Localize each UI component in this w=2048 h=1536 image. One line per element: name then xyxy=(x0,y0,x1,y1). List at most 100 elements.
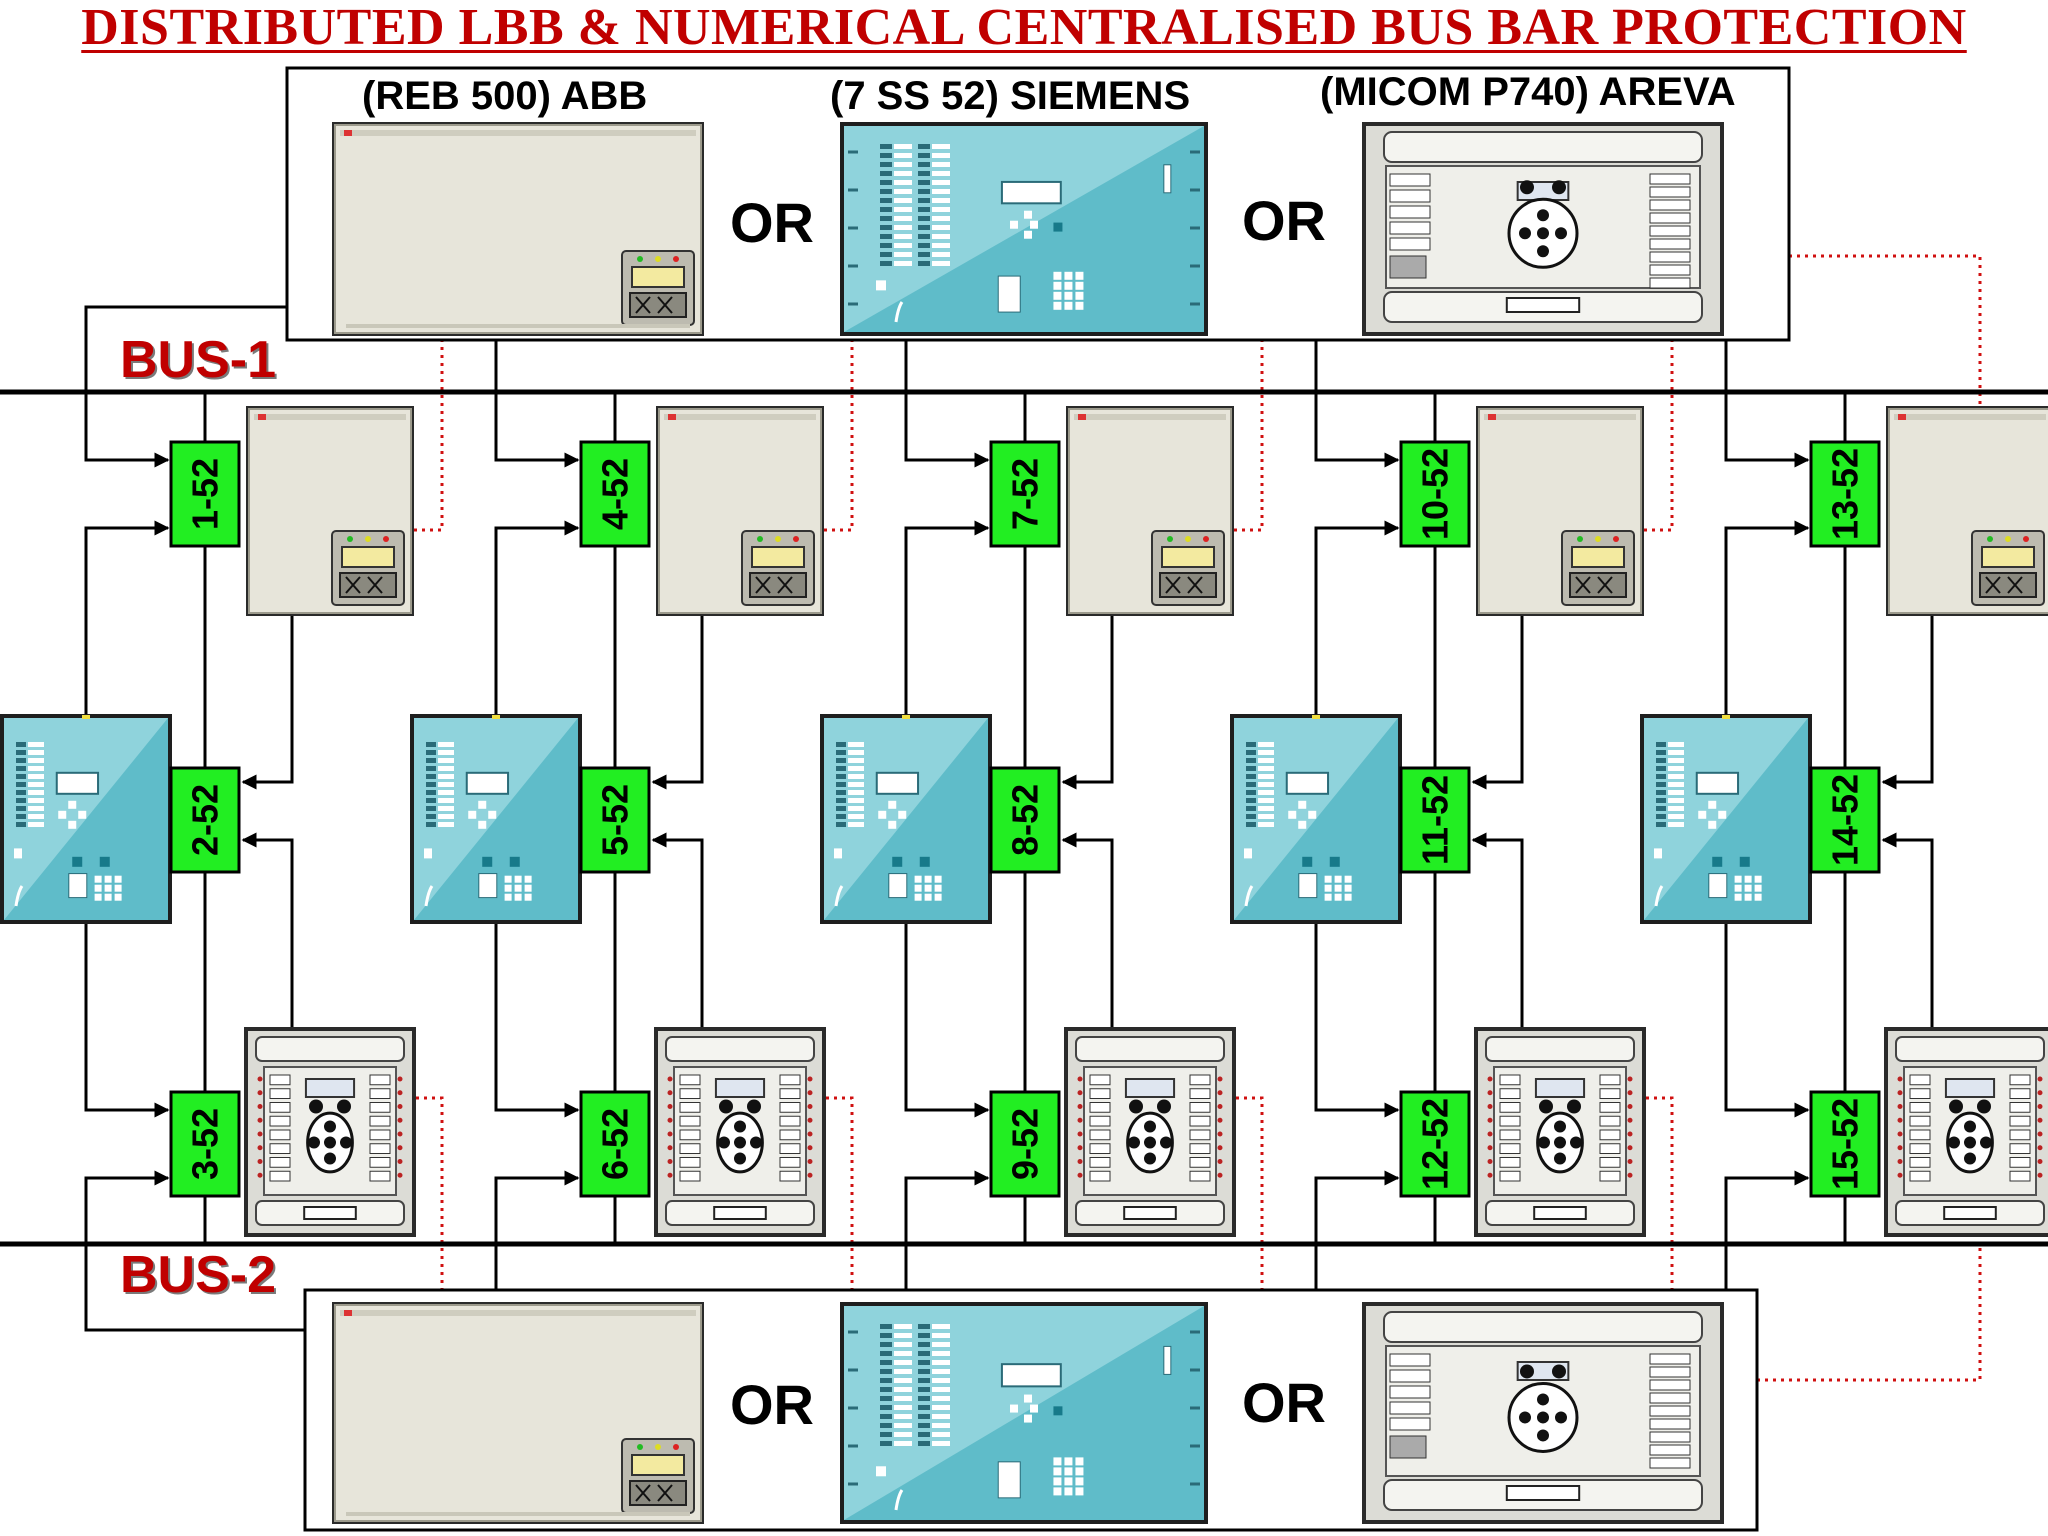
dotted-link-areva-bay-1 xyxy=(416,1096,444,1290)
breaker-9-52: 9-52 xyxy=(989,1090,1061,1198)
areva-option-label: (MICOM P740) AREVA xyxy=(1320,70,1736,114)
siemens-relay-bay-4 xyxy=(1230,714,1402,924)
abb-relay-bay-2 xyxy=(656,406,824,616)
breaker-2-52: 2-52 xyxy=(169,766,241,874)
feed-abb-5-52 xyxy=(651,616,704,790)
breaker-label-8-52: 8-52 xyxy=(1005,784,1046,856)
feed-bottom-6-52 xyxy=(494,1170,580,1290)
breaker-label-9-52: 9-52 xyxy=(1005,1108,1046,1180)
abb-relay-bay-1 xyxy=(246,406,414,616)
dotted-link-central-bottom xyxy=(1757,1244,1982,1382)
abb-option-label: (REB 500) ABB xyxy=(362,74,648,118)
display-unit xyxy=(621,1438,695,1514)
display-unit xyxy=(621,250,695,326)
breaker-3-52: 3-52 xyxy=(169,1090,241,1198)
feed-sie-6-52 xyxy=(494,924,580,1118)
feed-bottom-3-52 xyxy=(84,1170,305,1332)
feed-sie-3-52 xyxy=(84,924,170,1118)
areva-relay-bay-4 xyxy=(1474,1027,1646,1237)
feed-abb-11-52 xyxy=(1471,616,1524,790)
dotted-link-central-top xyxy=(1789,254,1982,406)
feed-top-13-52 xyxy=(1724,340,1810,468)
feed-sie-1-52 xyxy=(84,520,170,714)
dotted-link-areva-bay-4 xyxy=(1646,1096,1674,1290)
breaker-13-52: 13-52 xyxy=(1809,440,1881,548)
breaker-label-12-52: 12-52 xyxy=(1415,1098,1456,1190)
or-label-top-1: OR xyxy=(730,191,814,254)
feed-are-14-52 xyxy=(1881,832,1934,1027)
feed-sie-12-52 xyxy=(1314,924,1400,1118)
or-label-top-2: OR xyxy=(1242,189,1326,252)
siemens-option-label: (7 SS 52) SIEMENS xyxy=(830,74,1191,118)
siemens-relay-bay-3 xyxy=(820,714,992,924)
areva-micom-p740-relay-bottom xyxy=(1362,1302,1724,1524)
feed-are-8-52 xyxy=(1061,832,1114,1027)
feed-bottom-12-52 xyxy=(1314,1170,1400,1290)
abb-relay-bay-4 xyxy=(1476,406,1644,616)
siemens-relay-bay-1 xyxy=(0,714,172,924)
display-unit xyxy=(331,530,405,606)
abb-relay-bay-5 xyxy=(1886,406,2048,616)
dotted-link-areva-bay-2 xyxy=(826,1096,854,1290)
or-label-bottom-1: OR xyxy=(730,1373,814,1436)
bus-2-label: BUS-2 xyxy=(120,1246,277,1304)
breaker-6-52: 6-52 xyxy=(579,1090,651,1198)
areva-relay-bay-1 xyxy=(244,1027,416,1237)
areva-relay-bay-3 xyxy=(1064,1027,1236,1237)
breaker-4-52: 4-52 xyxy=(579,440,651,548)
feed-bottom-15-52 xyxy=(1724,1170,1810,1290)
siemens-7ss52-relay-top xyxy=(840,122,1208,336)
abb-reb500-relay-top xyxy=(332,122,704,336)
areva-micom-p740-relay-top xyxy=(1362,122,1724,336)
feed-sie-7-52 xyxy=(904,520,990,714)
breaker-label-11-52: 11-52 xyxy=(1415,775,1456,865)
dotted-link-abb-bay-2 xyxy=(824,340,854,532)
feed-sie-4-52 xyxy=(494,520,580,714)
feed-sie-13-52 xyxy=(1724,520,1810,714)
breaker-14-52: 14-52 xyxy=(1809,766,1881,874)
areva-relay-bay-2 xyxy=(654,1027,826,1237)
feed-top-1-52 xyxy=(84,305,287,468)
areva-relay-bay-5 xyxy=(1884,1027,2048,1237)
bus-1-label: BUS-1 xyxy=(120,331,277,389)
siemens-relay-bay-5 xyxy=(1640,714,1812,924)
feed-abb-8-52 xyxy=(1061,616,1114,790)
breaker-label-10-52: 10-52 xyxy=(1415,448,1456,540)
breaker-label-6-52: 6-52 xyxy=(595,1108,636,1180)
breaker-label-5-52: 5-52 xyxy=(595,784,636,856)
breaker-label-2-52: 2-52 xyxy=(185,784,226,856)
feed-abb-14-52 xyxy=(1881,616,1934,790)
feed-top-7-52 xyxy=(904,340,990,468)
or-label-bottom-2: OR xyxy=(1242,1371,1326,1434)
breaker-8-52: 8-52 xyxy=(989,766,1061,874)
display-unit xyxy=(1971,530,2045,606)
page-title: DISTRIBUTED LBB & NUMERICAL CENTRALISED … xyxy=(81,0,1967,56)
dotted-link-areva-bay-3 xyxy=(1236,1096,1264,1290)
feed-bottom-9-52 xyxy=(904,1170,990,1290)
breaker-7-52: 7-52 xyxy=(989,440,1061,548)
breaker-label-7-52: 7-52 xyxy=(1005,458,1046,530)
breaker-label-13-52: 13-52 xyxy=(1825,448,1866,540)
dotted-link-abb-bay-3 xyxy=(1234,340,1264,532)
feed-are-11-52 xyxy=(1471,832,1524,1027)
feed-sie-10-52 xyxy=(1314,520,1400,714)
feed-top-10-52 xyxy=(1314,340,1400,468)
feed-are-2-52 xyxy=(241,832,294,1027)
abb-relay-bay-3 xyxy=(1066,406,1234,616)
dotted-link-abb-bay-4 xyxy=(1644,340,1674,532)
breaker-10-52: 10-52 xyxy=(1399,440,1471,548)
breaker-15-52: 15-52 xyxy=(1809,1090,1881,1198)
feed-are-5-52 xyxy=(651,832,704,1027)
feed-sie-15-52 xyxy=(1724,924,1810,1118)
breaker-label-4-52: 4-52 xyxy=(595,458,636,530)
breaker-label-14-52: 14-52 xyxy=(1825,774,1866,866)
breaker-1-52: 1-52 xyxy=(169,440,241,548)
abb-reb500-relay-bottom xyxy=(332,1302,704,1524)
feed-top-4-52 xyxy=(494,340,580,468)
breaker-12-52: 12-52 xyxy=(1399,1090,1471,1198)
breaker-label-3-52: 3-52 xyxy=(185,1108,226,1180)
siemens-relay-bay-2 xyxy=(410,714,582,924)
display-unit xyxy=(741,530,815,606)
dotted-link-abb-bay-1 xyxy=(414,340,444,532)
